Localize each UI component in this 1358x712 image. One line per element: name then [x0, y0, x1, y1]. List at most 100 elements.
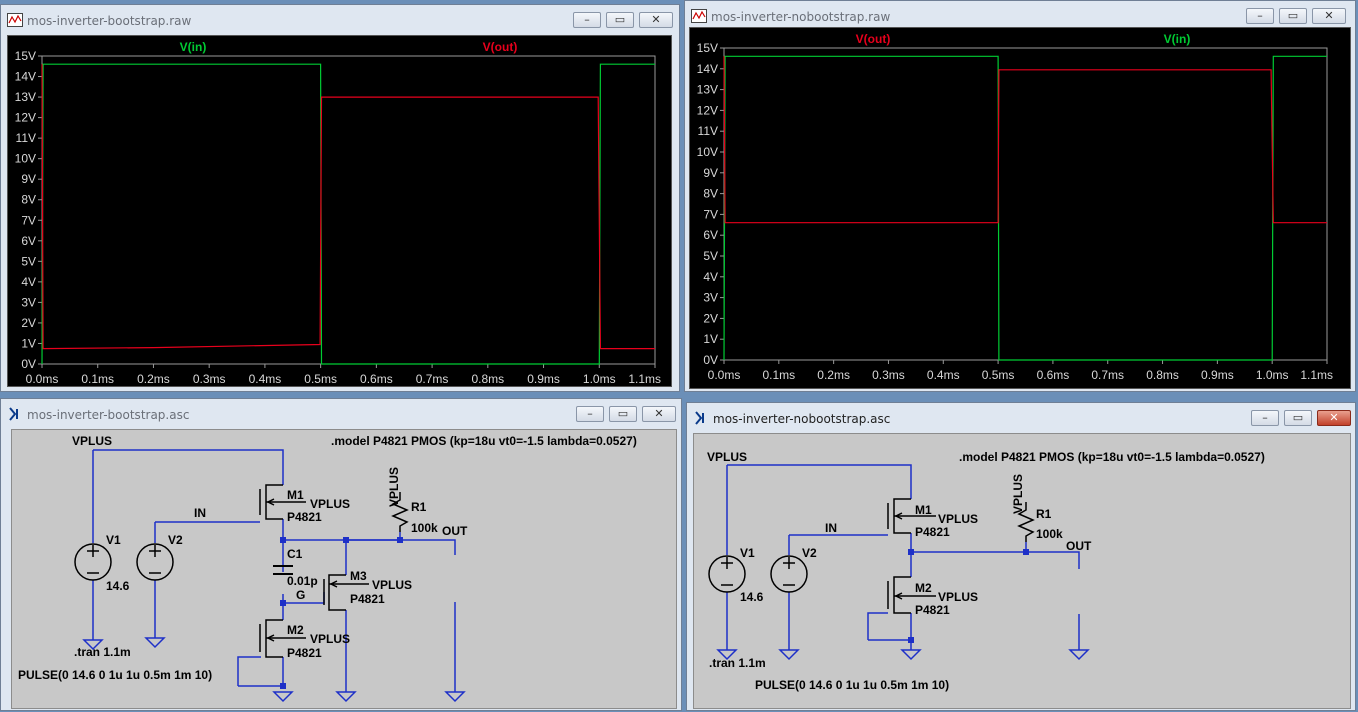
m2-pmos	[259, 619, 306, 658]
close-button[interactable]: ✕	[639, 12, 673, 28]
m2-pmos	[887, 576, 936, 614]
maximize-button[interactable]: ▭	[609, 406, 637, 422]
x-tick-label: 0.5ms	[982, 368, 1015, 382]
r1-resistor	[391, 492, 409, 532]
v2-voltage-source	[136, 543, 174, 581]
y-tick-label: 12V	[697, 103, 718, 117]
x-tick-label: 0.7ms	[416, 372, 449, 386]
m1-label: M1	[915, 503, 932, 517]
title-bar[interactable]: mos-inverter-nobootstrap.asc – ▭ ✕	[687, 403, 1355, 433]
c1-label: C1	[287, 547, 303, 561]
waveform-plot-svg: 15V14V13V12V11V10V9V8V7V6V5V4V3V2V1V0V0.…	[15, 40, 661, 386]
y-tick-label: 15V	[697, 41, 718, 55]
y-tick-label: 7V	[21, 213, 36, 227]
maximize-button[interactable]: ▭	[1279, 8, 1307, 24]
x-tick-label: 1.1ms	[628, 372, 661, 386]
y-tick-label: 2V	[21, 316, 36, 330]
ltspice-app-icon	[9, 407, 18, 421]
m1-bulk-label: VPLUS	[310, 497, 350, 511]
y-tick-label: 7V	[703, 207, 718, 221]
in-net-label: IN	[194, 506, 206, 520]
r1-vplus-label: VPLUS	[1011, 474, 1025, 514]
window-title: mos-inverter-bootstrap.asc	[27, 408, 190, 422]
v1-voltage-source	[708, 555, 746, 593]
out-net-label: OUT	[442, 524, 468, 538]
minimize-button[interactable]: –	[576, 406, 604, 422]
y-tick-label: 4V	[703, 270, 718, 284]
schematic-svg: VPLUS	[18, 434, 637, 703]
y-tick-label: 1V	[703, 332, 718, 346]
maximize-button[interactable]: ▭	[606, 12, 634, 28]
junctions	[908, 549, 1029, 643]
x-tick-label: 0.8ms	[471, 372, 504, 386]
v1-label: V1	[106, 533, 121, 547]
y-tick-label: 13V	[15, 90, 36, 104]
y-tick-label: 3V	[21, 295, 36, 309]
y-tick-label: 5V	[703, 249, 718, 263]
minimize-button[interactable]: –	[573, 12, 601, 28]
schematic-window-bootstrap[interactable]: mos-inverter-bootstrap.asc – ▭ ✕ VPLUS	[0, 398, 682, 711]
x-tick-label: 0.1ms	[762, 368, 795, 382]
maximize-button[interactable]: ▭	[1284, 410, 1312, 426]
y-tick-label: 5V	[21, 254, 36, 268]
waveform-window-bootstrap[interactable]: mos-inverter-bootstrap.raw – ▭ ✕ 15V 14V 1…	[0, 4, 680, 392]
g-net-label: G	[296, 588, 305, 602]
y-tick-label: 11V	[698, 124, 718, 138]
window-title: mos-inverter-bootstrap.raw	[27, 14, 192, 28]
window-title: mos-inverter-nobootstrap.raw	[711, 10, 891, 24]
y-tick-label: 15V	[15, 49, 36, 63]
m3-bulk-label: VPLUS	[372, 578, 412, 592]
waveform-plot-svg: 15V14V13V12V11V10V9V8V7V6V5V4V3V2V1V0V0.…	[697, 32, 1333, 382]
y-tick-label: 1V	[21, 336, 36, 350]
trace-label-vin: V(in)	[180, 40, 207, 54]
schematic-canvas[interactable]: VPLUS	[11, 429, 677, 709]
title-bar[interactable]: mos-inverter-bootstrap.asc – ▭ ✕	[1, 399, 681, 429]
minimize-button[interactable]: –	[1246, 8, 1274, 24]
out-net-label: OUT	[1066, 539, 1092, 553]
m3-pmos	[323, 574, 369, 611]
ltspice-app-icon	[695, 411, 704, 425]
m2-model-label: P4821	[915, 603, 950, 617]
minimize-button[interactable]: –	[1251, 410, 1279, 426]
r1-resistor	[1017, 502, 1035, 542]
junctions	[280, 537, 403, 689]
x-tick-label: 0.8ms	[1146, 368, 1179, 382]
m2-label: M2	[287, 623, 304, 637]
m2-model-label: P4821	[287, 646, 322, 660]
trace-vin	[723, 55, 1327, 361]
m1-model-label: P4821	[287, 510, 322, 524]
x-tick-label: 0.4ms	[927, 368, 960, 382]
x-tick-label: 0.2ms	[817, 368, 850, 382]
model-directive: .model P4821 PMOS (kp=18u vt0=-1.5 lambd…	[331, 434, 637, 448]
pulse-directive: PULSE(0 14.6 0 1u 1u 0.5m 1m 10)	[18, 668, 212, 682]
trace-label-vout: V(out)	[483, 40, 518, 54]
x-tick-label: 0.9ms	[1201, 368, 1234, 382]
y-tick-label: 14V	[15, 70, 36, 84]
y-tick-label: 6V	[703, 228, 718, 242]
v1-label: V1	[740, 546, 755, 560]
m3-model-label: P4821	[350, 592, 385, 606]
m1-pmos	[259, 484, 306, 520]
vplus-net-label: VPLUS	[707, 450, 747, 464]
close-button[interactable]: ✕	[1317, 410, 1351, 426]
y-tick-label: 2V	[703, 311, 718, 325]
x-tick-label: 0.4ms	[249, 372, 282, 386]
waveform-app-icon	[7, 13, 23, 27]
close-button[interactable]: ✕	[1312, 8, 1346, 24]
in-net-label: IN	[825, 521, 837, 535]
schematic-canvas[interactable]: VPLUS	[693, 433, 1351, 709]
wires	[726, 464, 1080, 650]
y-tick-label: 0V	[21, 357, 36, 371]
title-bar[interactable]: mos-inverter-bootstrap.raw – ▭ ✕	[1, 5, 679, 35]
close-button[interactable]: ✕	[642, 406, 676, 422]
y-tick-label: 8V	[21, 193, 36, 207]
y-tick-label: 9V	[703, 166, 718, 180]
x-tick-label: 0.1ms	[81, 372, 114, 386]
waveform-app-icon	[691, 9, 707, 23]
title-bar[interactable]: mos-inverter-nobootstrap.raw – ▭ ✕	[685, 1, 1355, 31]
schematic-window-nobootstrap[interactable]: mos-inverter-nobootstrap.asc – ▭ ✕ VPLUS	[686, 402, 1356, 711]
v1-voltage-source	[74, 543, 112, 581]
